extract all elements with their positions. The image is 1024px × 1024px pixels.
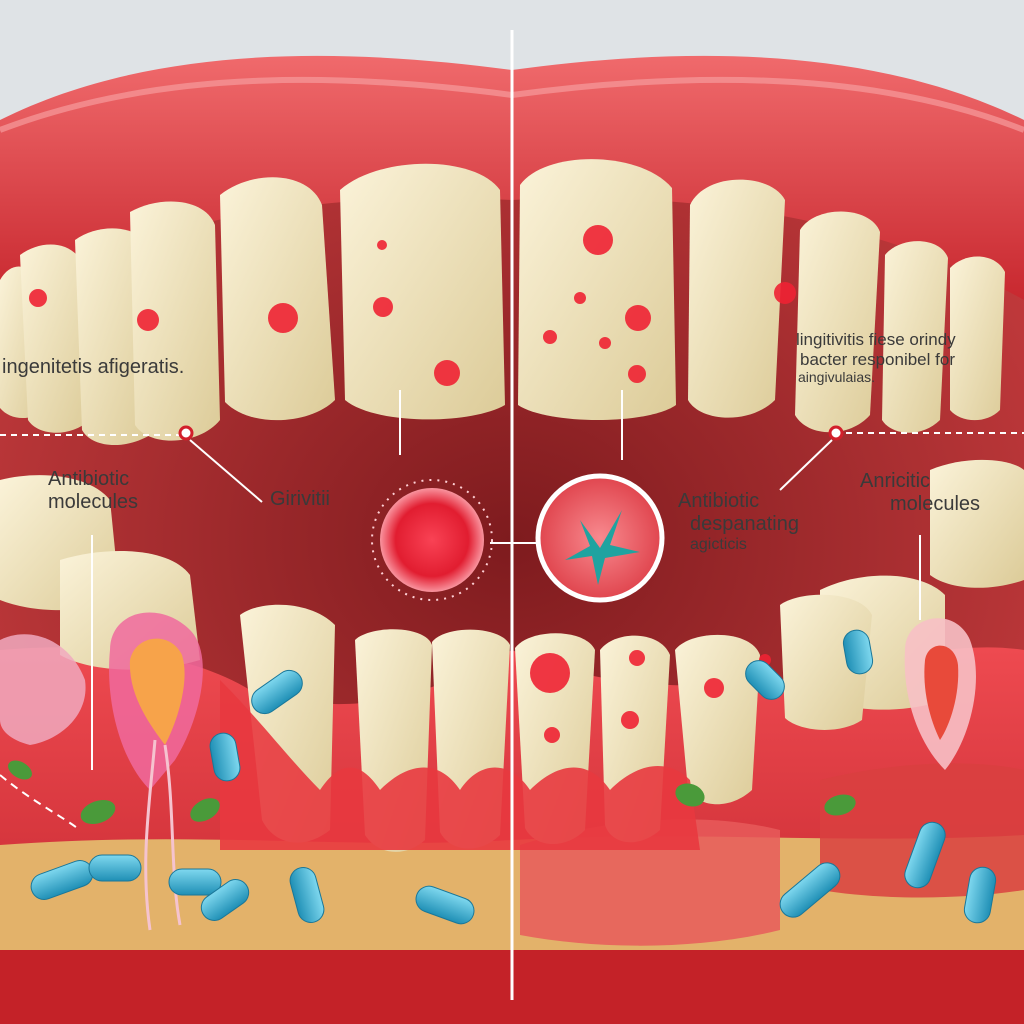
left-bacterium-label-line: Girivitii <box>270 488 330 510</box>
antibiotic-capsule-icon <box>251 669 303 715</box>
bacterium-icon <box>137 309 159 331</box>
tooth-icon <box>675 634 760 805</box>
antibiotic-capsule-icon <box>963 866 997 924</box>
tooth-icon <box>130 201 220 441</box>
tooth-icon <box>518 159 676 420</box>
leader-line <box>0 774 81 831</box>
left-antibiotic-label-line-2: molecules <box>48 491 139 513</box>
upper-teeth <box>0 159 1005 446</box>
antibiotic-capsule-icon <box>745 660 785 700</box>
antibiotic-capsule-icon <box>842 629 874 675</box>
antibiotic-capsule-icon <box>168 868 222 896</box>
bacterium-icon <box>625 305 651 331</box>
magnifier-icon <box>535 473 665 603</box>
tooth-icon <box>75 228 150 446</box>
antibiotic-capsule-icon <box>88 854 142 882</box>
right-antibiotic-label: Antibiotic despanating agicticis <box>678 490 799 554</box>
right-antibiotic-label-line-2: despanating <box>690 513 799 535</box>
bacterium-icon <box>774 282 796 304</box>
right-antibiotic-label-line-1: Antibiotic <box>678 490 760 512</box>
leaf-icon <box>8 760 856 825</box>
bacterium-icon <box>629 650 645 666</box>
tooth-root-nerve <box>144 739 182 931</box>
bacterium-icon <box>373 297 393 317</box>
antibiotic-capsule-icon <box>209 732 241 782</box>
right-top-label-line-1: lingitivitis fiese orindy <box>796 330 956 349</box>
leader-line <box>779 439 833 491</box>
tooth-pulp <box>129 638 185 745</box>
bacterium-icon <box>565 510 640 585</box>
tooth-icon <box>882 241 948 433</box>
bacterium-icon <box>583 225 613 255</box>
bacterium-icon <box>29 289 47 307</box>
right-top-label: lingitivitis fiese orindy bacter responi… <box>796 330 956 385</box>
left-antibiotic-label-line-1: Antibiotic <box>48 468 130 490</box>
tooth-pulp <box>924 645 959 740</box>
tooth-icon <box>780 594 872 730</box>
tooth-icon <box>950 256 1005 421</box>
bacterium-icon <box>544 727 560 743</box>
left-top-label: ingenitetis afigeratis. <box>2 356 184 379</box>
tooth-icon <box>220 177 335 421</box>
bacterium-icon <box>543 330 557 344</box>
right-antibiotic-label-line-3: agicticis <box>690 536 747 553</box>
bacterium-icon <box>574 292 586 304</box>
antibiotic-capsule-icon <box>289 867 325 923</box>
bacterium-icon <box>371 479 493 601</box>
right-molecules-label-line-2: molecules <box>890 493 981 515</box>
tooth-icon <box>688 179 785 418</box>
right-molecules-label-line-1: Anricitic <box>860 470 931 492</box>
leader-dot <box>178 425 194 441</box>
right-molecules-label: Anricitic molecules <box>860 470 980 516</box>
leader-line <box>189 439 263 503</box>
antibiotic-capsule-icon <box>779 862 841 918</box>
left-antibiotic-label: Antibiotic molecules <box>48 468 138 514</box>
bacterium-icon <box>530 653 570 693</box>
tooth-icon <box>340 163 505 420</box>
plaque-cluster <box>0 634 86 745</box>
bacterium-icon <box>268 303 298 333</box>
bacterium-icon <box>628 365 646 383</box>
inflamed-tissue <box>520 819 780 946</box>
left-top-label-line: ingenitetis afigeratis. <box>2 356 185 378</box>
right-top-label-line-3: aingivulaias. <box>798 369 876 386</box>
bacterium-icon <box>377 240 387 250</box>
tooth-icon <box>930 459 1024 588</box>
antibiotic-capsule-icon <box>904 821 946 889</box>
bacterium-icon <box>599 337 611 349</box>
bacterium-icon <box>704 678 724 698</box>
bacterium-icon <box>434 360 460 386</box>
leader-dot <box>828 425 844 441</box>
antibiotic-capsule-icon <box>200 879 250 921</box>
lower-gum-line <box>220 680 700 850</box>
bacterium-icon <box>621 711 639 729</box>
antibiotic-capsule-icon <box>415 885 475 925</box>
tooth-icon <box>795 211 880 433</box>
right-top-label-line-2: bacter responibel for <box>800 349 955 369</box>
left-bacterium-label: Girivitii <box>270 488 330 511</box>
